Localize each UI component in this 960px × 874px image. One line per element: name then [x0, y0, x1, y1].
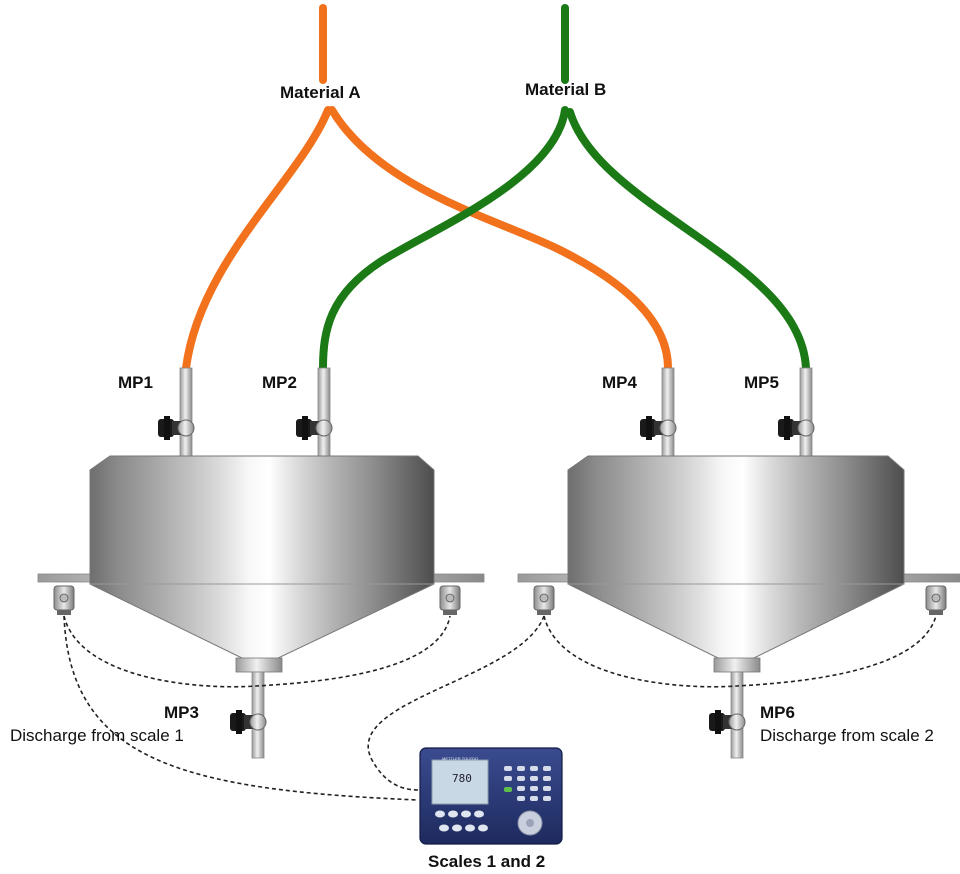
mp4-label: MP4 [602, 373, 637, 392]
load-cell-icon [53, 585, 75, 616]
load-cell-icon [533, 585, 555, 616]
tank-scale-1 [89, 367, 435, 759]
terminal-brand: METTLER TOLEDO [442, 756, 479, 761]
material-b-line [319, 4, 810, 372]
discharge-scale-2-label: Discharge from scale 2 [760, 726, 934, 745]
material-a-line [182, 4, 672, 372]
mp2-label: MP2 [262, 373, 297, 392]
terminal-display [431, 759, 489, 805]
mp5-label: MP5 [744, 373, 779, 392]
terminal-display-value: 780 [452, 772, 472, 785]
weighing-terminal [419, 747, 563, 845]
mp3-label: MP3 [164, 703, 199, 722]
tank-scale-2 [567, 367, 905, 759]
mp1-label: MP1 [118, 373, 153, 392]
discharge-scale-1-label: Discharge from scale 1 [10, 726, 184, 745]
load-cell-icon [925, 585, 947, 616]
material-b-label: Material B [525, 80, 607, 99]
mp6-label: MP6 [760, 703, 795, 722]
load-cell-icon [439, 585, 461, 616]
load-cell-cables [63, 615, 937, 801]
material-a-label: Material A [280, 83, 361, 102]
terminal-caption: Scales 1 and 2 [428, 852, 546, 871]
